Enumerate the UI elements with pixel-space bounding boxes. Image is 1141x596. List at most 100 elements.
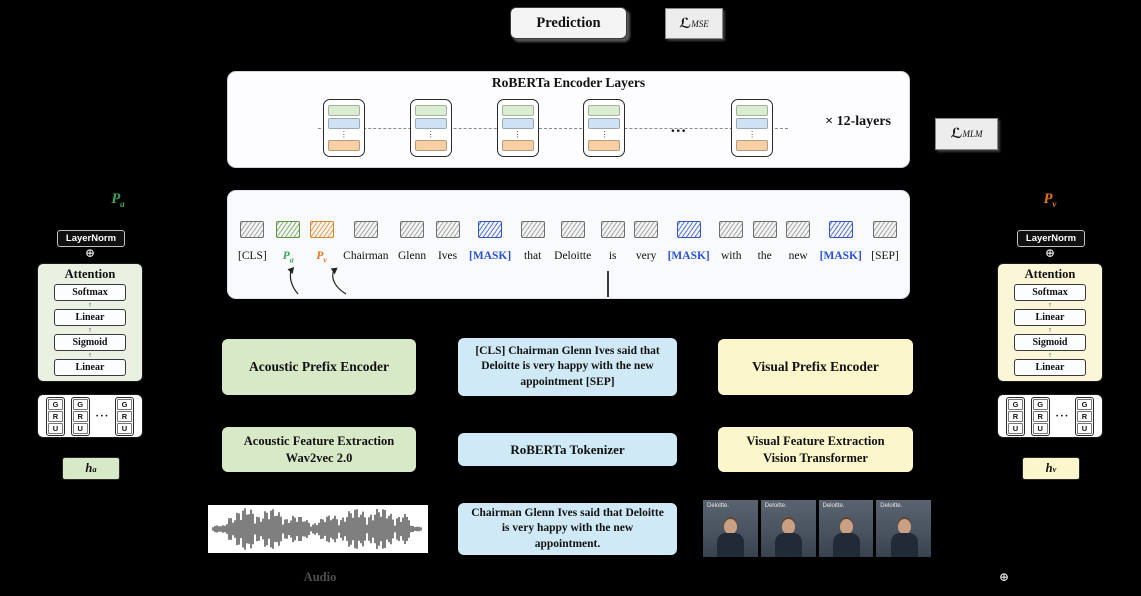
prefix-pointer-arrows — [287, 267, 347, 295]
gru-letter: U — [116, 422, 132, 434]
token-embedding-square — [353, 221, 378, 238]
gru-letter: U — [48, 422, 63, 434]
visual-prefix-encoder-box: Visual Prefix Encoder — [718, 339, 913, 395]
token: [MASK] — [820, 221, 862, 298]
token-label: Chairman — [343, 250, 389, 262]
visual-feature-extraction-box: Visual Feature Extraction Vision Transfo… — [718, 427, 913, 472]
waveform-graphic — [212, 508, 422, 550]
gru-letter: G — [72, 398, 88, 410]
layer-vdots: ⋮ — [600, 129, 609, 139]
layer-bar-blue — [414, 118, 447, 130]
roberta-encoder-title: RoBERTa Encoder Layers — [491, 75, 646, 90]
acoustic-hidden-letter: h — [85, 461, 93, 475]
visual-prefix-symbol: Pv — [1028, 191, 1072, 209]
layer-vdots: ⋮ — [339, 129, 348, 139]
up-arrow-icon: ↑ — [88, 326, 92, 334]
token-label: the — [757, 250, 772, 262]
visual-add-operator: ⊕ — [1044, 246, 1056, 260]
visual-extraction-line2: Vision Transformer — [763, 450, 868, 465]
token-label: Pv — [316, 250, 327, 265]
layer-bar-blue — [736, 118, 769, 130]
gru-ellipsis: ··· — [95, 410, 110, 422]
layer-bar-orange — [736, 139, 769, 151]
mlm-loss-subscript: MLM — [962, 129, 983, 139]
token: new — [786, 221, 811, 298]
token: very — [634, 221, 659, 298]
video-watermark: Deloitte. — [880, 503, 903, 509]
gru-letter: G — [48, 398, 63, 410]
video-frame: Deloitte. — [703, 500, 758, 557]
acoustic-attention-title: Attention — [64, 267, 116, 281]
token-embedding-square — [676, 221, 701, 238]
token-label: that — [524, 250, 542, 262]
gru-letter: U — [72, 422, 88, 434]
token-label: Pa — [282, 250, 294, 265]
visual-attention-title: Attention — [1024, 267, 1076, 281]
token: is — [600, 221, 625, 298]
layer-bar-blue — [501, 118, 534, 130]
layer-vdots: ⋮ — [748, 129, 757, 139]
video-frame: Deloitte. — [760, 500, 816, 557]
gru-letter: G — [116, 398, 132, 410]
attention-layer-softmax: Softmax — [54, 284, 126, 301]
visual-hidden-letter: h — [1045, 461, 1053, 475]
acoustic-attention-module: Attention Softmax↑Linear↑Sigmoid↑Linear — [37, 263, 143, 382]
attention-layer-sigmoid: Sigmoid — [1014, 334, 1086, 351]
token: [MASK] — [668, 221, 710, 298]
mse-loss-symbol: ℒ — [679, 15, 692, 32]
acoustic-prefix-letter: P — [111, 191, 121, 207]
acoustic-add-operator: ⊕ — [84, 246, 96, 260]
layer-bar-orange — [414, 139, 447, 151]
layer-bar-green — [501, 105, 534, 116]
up-arrow-icon: ↑ — [1048, 351, 1052, 359]
attention-layer-linear: Linear — [1014, 359, 1086, 376]
token-embedding-square — [240, 221, 265, 238]
token: Pa — [276, 221, 301, 298]
token-embedding-square — [719, 221, 744, 238]
token-label: [MASK] — [819, 250, 862, 262]
encoder-layer-multiplier: × 12-layers — [825, 114, 891, 129]
attention-layer-linear: Linear — [54, 309, 126, 326]
token: the — [752, 221, 777, 298]
attention-layer-sigmoid: Sigmoid — [54, 334, 126, 351]
token-label: [CLS] — [238, 250, 267, 262]
encoder-layer-stack: ⋮ — [496, 99, 539, 157]
up-arrow-icon: ↑ — [88, 301, 92, 309]
token-label: new — [788, 250, 808, 262]
layer-bar-green — [588, 105, 621, 116]
gru-letter: G — [1076, 398, 1092, 410]
acoustic-extraction-line2: Wav2vec 2.0 — [285, 450, 353, 465]
layer-vdots: ⋮ — [513, 129, 522, 139]
prediction-label: Prediction — [536, 14, 601, 31]
token-embedding-square — [478, 221, 503, 238]
layer-bar-blue — [327, 118, 360, 130]
video-watermark: Deloitte. — [707, 503, 730, 509]
token-embedding-square — [400, 221, 425, 238]
visual-prefix-subscript: v — [1052, 198, 1057, 209]
gru-letter: R — [72, 410, 88, 422]
attention-layer-linear: Linear — [1014, 309, 1086, 326]
visual-attention-layers: Softmax↑Linear↑Sigmoid↑Linear — [998, 284, 1102, 376]
acoustic-prefix-symbol: Pa — [96, 191, 140, 209]
token: [CLS] — [238, 221, 267, 298]
gru-letter: U — [1008, 422, 1023, 434]
token-embedding-square — [752, 221, 777, 238]
tokenized-text-box: [CLS] Chairman Glenn Ives said that Delo… — [458, 338, 677, 396]
roberta-tokenizer-box: RoBERTa Tokenizer — [458, 433, 677, 466]
transcript-box: Chairman Glenn Ives said that Deloitte i… — [458, 503, 677, 555]
token-label: with — [721, 250, 742, 262]
gru-letter: U — [1076, 422, 1092, 434]
token-embedding-square — [309, 221, 334, 238]
encoder-layer-stack: ⋮ — [731, 99, 774, 157]
